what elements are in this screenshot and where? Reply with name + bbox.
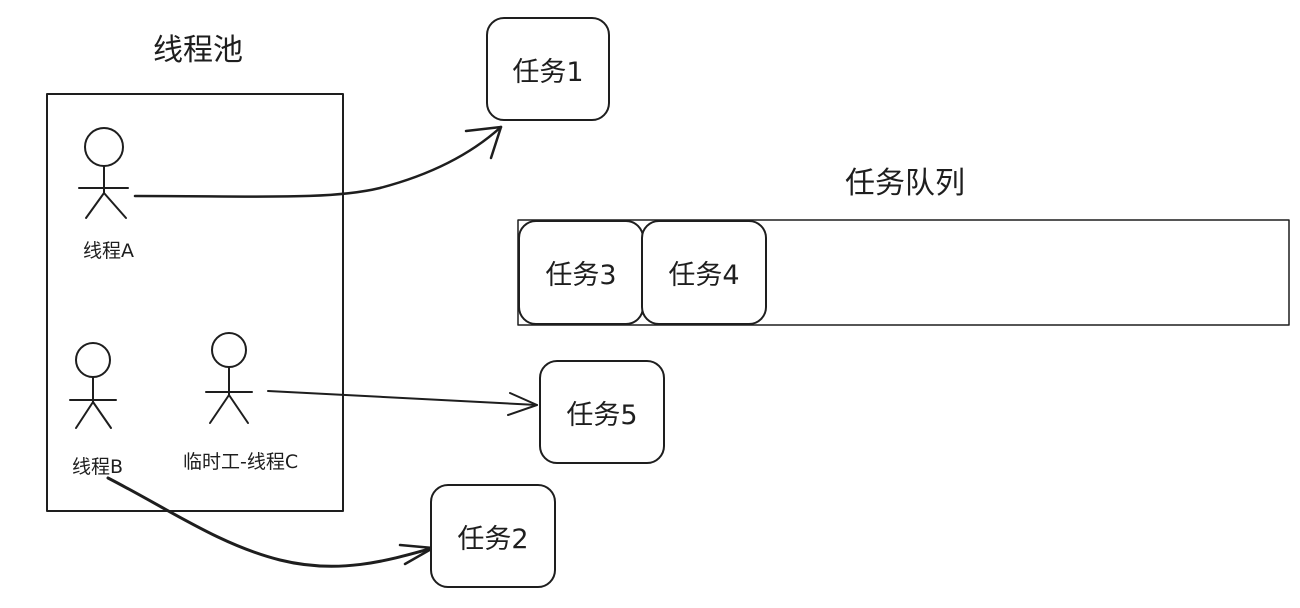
thread-a-figure: [78, 127, 129, 219]
thread-b-figure: [69, 342, 117, 429]
task-2-label: 任务2: [457, 523, 529, 555]
arrow-thread-b-to-task2: [106, 476, 435, 568]
task-5-label: 任务5: [566, 399, 638, 431]
thread-c-figure: [205, 332, 253, 424]
queue-item-task3-label: 任务3: [545, 260, 617, 291]
task-5-box: 任务5: [539, 360, 665, 464]
thread-b-label: 线程B: [72, 456, 124, 478]
thread-pool-title: 线程池: [153, 33, 243, 68]
arrow-thread-a-to-task1: [133, 125, 503, 198]
thread-a-label: 线程A: [83, 240, 134, 262]
thread-c-label: 临时工-线程C: [183, 451, 299, 473]
queue-item-task4-label: 任务4: [668, 260, 740, 291]
task-queue-title: 任务队列: [845, 166, 965, 201]
queue-item-task3: 任务3: [518, 220, 644, 325]
task-1-box: 任务1: [486, 17, 610, 121]
arrow-thread-c-to-task5: [267, 390, 538, 416]
thread-pool-box: [46, 93, 344, 512]
task-2-box: 任务2: [430, 484, 556, 588]
queue-item-task4: 任务4: [641, 220, 767, 325]
task-1-label: 任务1: [512, 56, 584, 88]
